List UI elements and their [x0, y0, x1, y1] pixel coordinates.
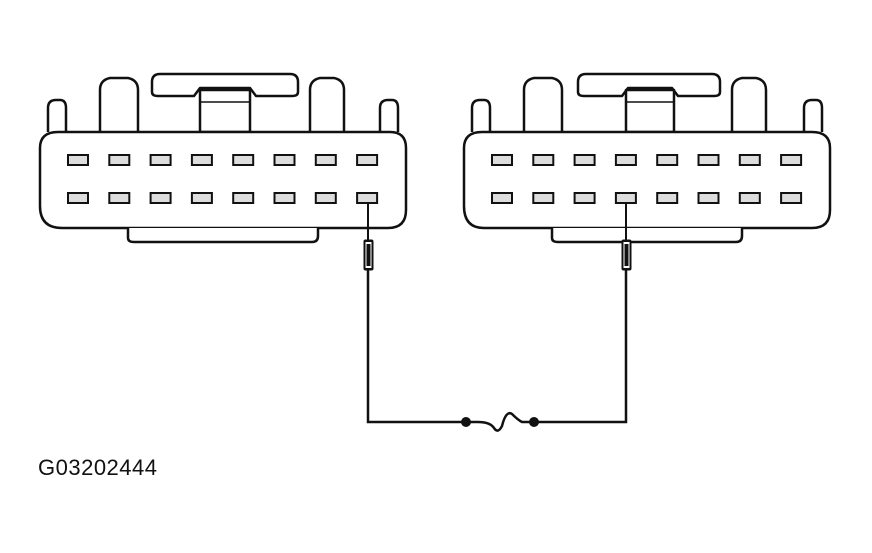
left-connector-pin-r2-3 — [149, 192, 172, 204]
right-connector-ear-right — [802, 98, 824, 132]
left-probe — [363, 204, 374, 271]
right-connector-pin-r2-5 — [656, 192, 679, 204]
right-probe — [621, 204, 632, 271]
right-connector-lock-tab — [576, 72, 722, 98]
left-connector-pin-r2-2 — [108, 192, 131, 204]
left-connector-pin-r2-1 — [67, 192, 89, 204]
right-connector-pin-r2-7 — [738, 192, 761, 204]
right-connector-pin-r1-8 — [780, 154, 803, 166]
right-connector-latch — [624, 88, 676, 134]
left-connector-post-right — [308, 76, 346, 132]
left-connector-pin-r2-7 — [314, 192, 337, 204]
left-connector — [38, 72, 408, 244]
right-connector-pin-r2-8 — [780, 192, 803, 204]
left-connector-pin-r2-8 — [356, 192, 379, 204]
right-connector-pin-r2-3 — [573, 192, 596, 204]
right-connector-pin-r1-2 — [532, 154, 555, 166]
right-connector-pin-r2-2 — [532, 192, 555, 204]
left-connector-bottom-rail — [126, 228, 320, 244]
right-connector-pin-r1-6 — [697, 154, 720, 166]
left-connector-pin-r1-3 — [149, 154, 172, 166]
left-connector-pin-r1-4 — [190, 154, 213, 166]
left-connector-pin-r1-2 — [108, 154, 131, 166]
left-connector-ear-left — [46, 98, 68, 132]
fused-jumper-wire — [366, 270, 628, 424]
right-connector-pin-r2-6 — [697, 192, 720, 204]
left-connector-lock-tab — [150, 72, 300, 98]
left-connector-pin-r2-6 — [273, 192, 296, 204]
right-connector-pin-r2-4 — [614, 192, 637, 204]
left-connector-ear-right — [378, 98, 400, 132]
left-connector-body — [38, 130, 408, 230]
left-connector-post-left — [98, 76, 140, 132]
right-connector — [462, 72, 832, 244]
right-connector-body — [462, 130, 832, 230]
right-connector-post-right — [730, 76, 768, 132]
right-connector-pin-r2-1 — [491, 192, 513, 204]
fuse-symbol — [461, 412, 539, 432]
fuse-element — [466, 412, 534, 432]
right-connector-pins — [491, 154, 803, 204]
right-connector-pin-r1-3 — [573, 154, 596, 166]
figure-code: G03202444 — [38, 455, 158, 480]
left-connector-pin-r1-8 — [356, 154, 379, 166]
left-connector-latch — [198, 88, 252, 134]
right-connector-pin-r1-4 — [614, 154, 637, 166]
right-connector-bottom-rail — [550, 228, 744, 244]
left-connector-pin-r1-1 — [67, 154, 89, 166]
right-connector-pin-r1-1 — [491, 154, 513, 166]
right-connector-pin-r1-7 — [738, 154, 761, 166]
right-connector-ear-left — [470, 98, 492, 132]
left-connector-pin-r1-6 — [273, 154, 296, 166]
left-connector-pin-r1-7 — [314, 154, 337, 166]
left-connector-pins — [67, 154, 379, 204]
right-connector-pin-r1-5 — [656, 154, 679, 166]
left-connector-pin-r1-5 — [232, 154, 255, 166]
left-connector-pin-r2-4 — [190, 192, 213, 204]
right-connector-post-left — [522, 76, 564, 132]
left-connector-pin-r2-5 — [232, 192, 255, 204]
